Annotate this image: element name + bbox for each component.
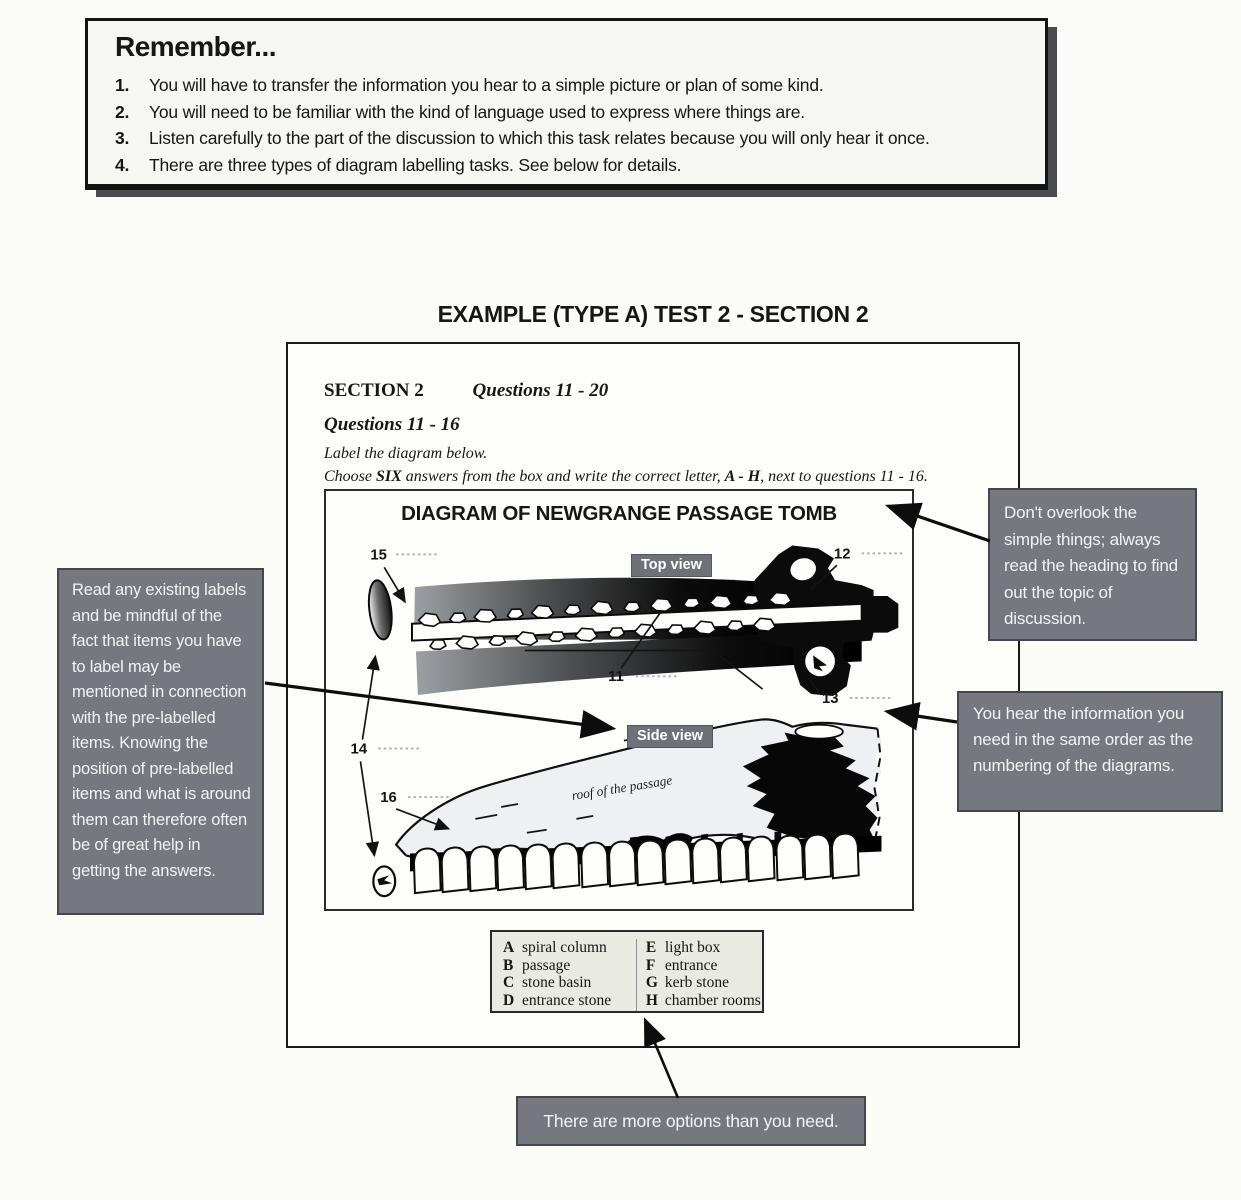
option-text: spiral column	[522, 939, 607, 956]
egg-stone	[372, 865, 397, 898]
remember-item-2: 2. You will need to be familiar with the …	[115, 99, 1025, 126]
item-text: There are three types of diagram labelli…	[149, 154, 682, 175]
option-letter: F	[645, 956, 656, 974]
callout-top-right: Don't overlook the simple things; always…	[988, 488, 1197, 641]
remember-list: 1. You will have to transfer the informat…	[115, 72, 1025, 178]
question-label-12: 12	[834, 546, 851, 562]
option-letter: C	[503, 974, 515, 991]
chamber-silhouette	[742, 728, 878, 841]
option-letter: D	[503, 991, 515, 1009]
question-label-15: 15	[370, 547, 387, 563]
section-heading: SECTION 2 Questions 11 - 20	[324, 380, 608, 402]
instruction-choose: Choose SIX answers from the box and writ…	[324, 468, 928, 486]
option-letter: B	[503, 956, 514, 974]
option-text: stone basin	[522, 974, 592, 991]
item-number: 3.	[115, 128, 130, 148]
remember-box: Remember... 1. You will have to transfer …	[85, 18, 1048, 190]
item-text: You will need to be familiar with the ki…	[149, 101, 805, 122]
instruction-bold-range: A - H	[724, 468, 761, 485]
instruction-text: , next to questions 11 - 16.	[760, 468, 928, 485]
remember-title: Remember...	[115, 31, 277, 62]
example-task-box: SECTION 2 Questions 11 - 20 Questions 11…	[286, 342, 1020, 1048]
option-text: chamber rooms	[664, 991, 761, 1009]
item-number: 2.	[115, 101, 130, 122]
instruction-text: answers from the box and write the corre…	[401, 468, 725, 485]
kerb-stones	[410, 832, 882, 895]
option-text: entrance stone	[522, 991, 612, 1009]
question-label-16: 16	[380, 790, 397, 806]
diagram-title: DIAGRAM OF NEWGRANGE PASSAGE TOMB	[401, 502, 837, 525]
diagram-drawing: roof of the passage	[351, 545, 906, 898]
option-text: light box	[664, 939, 721, 956]
callout-mid-right: You hear the information you need in the…	[957, 691, 1223, 812]
option-letter: E	[645, 939, 657, 956]
section-questions-range: Questions 11 - 20	[472, 380, 609, 401]
top-view-drawing	[367, 545, 899, 697]
remember-item-4: 4. There are three types of diagram label…	[115, 152, 1025, 179]
item-number: 4.	[115, 154, 130, 175]
option-letter: H	[645, 991, 658, 1009]
item-number: 1.	[115, 75, 130, 95]
option-letter: G	[645, 974, 658, 991]
option-letter: A	[503, 939, 515, 956]
item-text: Listen carefully to the part of the disc…	[149, 128, 930, 148]
instruction-label: Label the diagram below.	[324, 445, 488, 462]
option-text: kerb stone	[664, 974, 729, 991]
question-label-13: 13	[822, 691, 839, 707]
question-label-14: 14	[351, 741, 368, 757]
questions-subheading: Questions 11 - 16	[324, 414, 460, 435]
example-heading: EXAMPLE (TYPE A) TEST 2 - SECTION 2	[437, 301, 869, 327]
diagram-box: roof of the passage	[324, 489, 914, 911]
callout-left: Read any existing labels and be mindful …	[57, 568, 264, 915]
option-text: passage	[522, 956, 571, 974]
remember-item-3: 3. Listen carefully to the part of the di…	[115, 125, 1025, 152]
item-text: You will have to transfer the informatio…	[149, 75, 824, 95]
option-text: entrance	[664, 956, 718, 974]
callout-bottom: There are more options than you need.	[516, 1096, 866, 1146]
top-view-badge: Top view	[631, 554, 712, 577]
instruction-bold-six: SIX	[376, 468, 402, 485]
section-label: SECTION 2	[324, 380, 424, 401]
side-view-badge: Side view	[627, 725, 714, 748]
entrance-stone-shape	[367, 579, 393, 641]
remember-item-1: 1. You will have to transfer the informat…	[115, 72, 1025, 99]
question-label-11: 11	[608, 669, 624, 685]
instruction-text: Choose	[324, 468, 376, 485]
